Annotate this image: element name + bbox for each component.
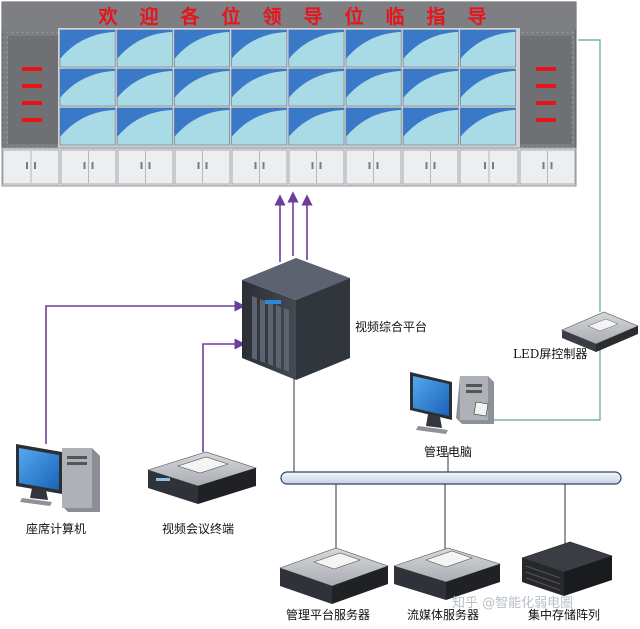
screen-panel	[173, 68, 230, 107]
screen-panel	[402, 68, 459, 107]
screen-panel	[116, 107, 173, 146]
banner-char: 欢	[97, 5, 118, 28]
video-conference-device	[147, 451, 257, 504]
cabinet-unit	[345, 149, 402, 185]
management-server-device	[279, 547, 389, 604]
label-streaming-server: 流媒体服务器	[407, 608, 480, 622]
label-video-conference: 视频会议终端	[162, 522, 235, 536]
banner-char: 位	[221, 5, 240, 28]
storage-array-device	[521, 541, 613, 596]
cabinet-unit	[117, 149, 174, 185]
network-bus	[280, 471, 622, 485]
cabinet-unit	[2, 149, 60, 185]
screen-panel	[116, 68, 173, 107]
watermark: 知乎 @智能化弱电圈	[452, 596, 574, 611]
screen-panel	[402, 107, 459, 146]
cabinet-row	[1, 147, 577, 187]
right-led-panel	[520, 36, 572, 144]
banner-char: 位	[344, 5, 363, 28]
cabinet-unit	[519, 149, 576, 185]
cabinet-unit	[60, 149, 117, 185]
cabinet-unit	[402, 149, 459, 185]
screen-panel	[459, 107, 516, 146]
video-platform-device	[242, 258, 350, 380]
left-led-panel	[8, 36, 58, 144]
label-led-controller: LED屏控制器	[513, 347, 588, 361]
screen-panel	[59, 68, 116, 107]
banner-char: 导	[467, 6, 486, 28]
welcome-banner	[2, 2, 576, 30]
cabinet-unit	[459, 149, 519, 185]
banner-char: 各	[179, 5, 200, 28]
label-video-platform: 视频综合平台	[355, 320, 428, 334]
screen-panel	[231, 68, 288, 107]
cabinet-unit	[231, 149, 288, 185]
label-management-server: 管理平台服务器	[286, 608, 371, 622]
screen-panel	[459, 68, 516, 107]
led-controller-device	[561, 311, 639, 352]
banner-char: 指	[426, 6, 445, 28]
banner-char: 迎	[139, 5, 158, 28]
screen-panel	[231, 29, 288, 68]
screen-panel	[288, 29, 345, 68]
cabinet-unit	[174, 149, 231, 185]
screen-panel	[231, 107, 288, 146]
video-wall: 欢迎各位领导位临指导	[1, 1, 577, 187]
screen-panel	[345, 107, 402, 146]
seat-computer-device	[16, 444, 100, 512]
banner-char: 导	[303, 6, 322, 28]
banner-char: 临	[385, 5, 404, 28]
link-led-to-pc	[494, 342, 601, 421]
welcome-banner-text: 欢迎各位领导位临指导	[97, 5, 486, 28]
label-seat-computer: 座席计算机	[26, 522, 87, 536]
screen-panel	[288, 107, 345, 146]
label-management-pc: 管理电脑	[424, 445, 473, 459]
screen-panel	[345, 29, 402, 68]
screen-panel	[173, 107, 230, 146]
screen-panel	[459, 29, 516, 68]
management-pc-device	[410, 372, 494, 434]
banner-char: 领	[262, 5, 281, 28]
link-seat-computer	[45, 300, 246, 444]
screen-matrix	[58, 28, 520, 148]
screen-panel	[59, 107, 116, 146]
screen-panel	[59, 29, 116, 68]
link-led-controller	[578, 39, 601, 312]
label-storage-array: 集中存储阵列	[528, 608, 601, 622]
cabinet-unit	[288, 149, 345, 185]
streaming-server-device	[393, 547, 501, 600]
screen-panel	[116, 29, 173, 68]
link-video-conference	[202, 338, 246, 452]
screen-panel	[402, 29, 459, 68]
screen-panel	[173, 29, 230, 68]
screen-panel	[288, 68, 345, 107]
screen-panel	[345, 68, 402, 107]
